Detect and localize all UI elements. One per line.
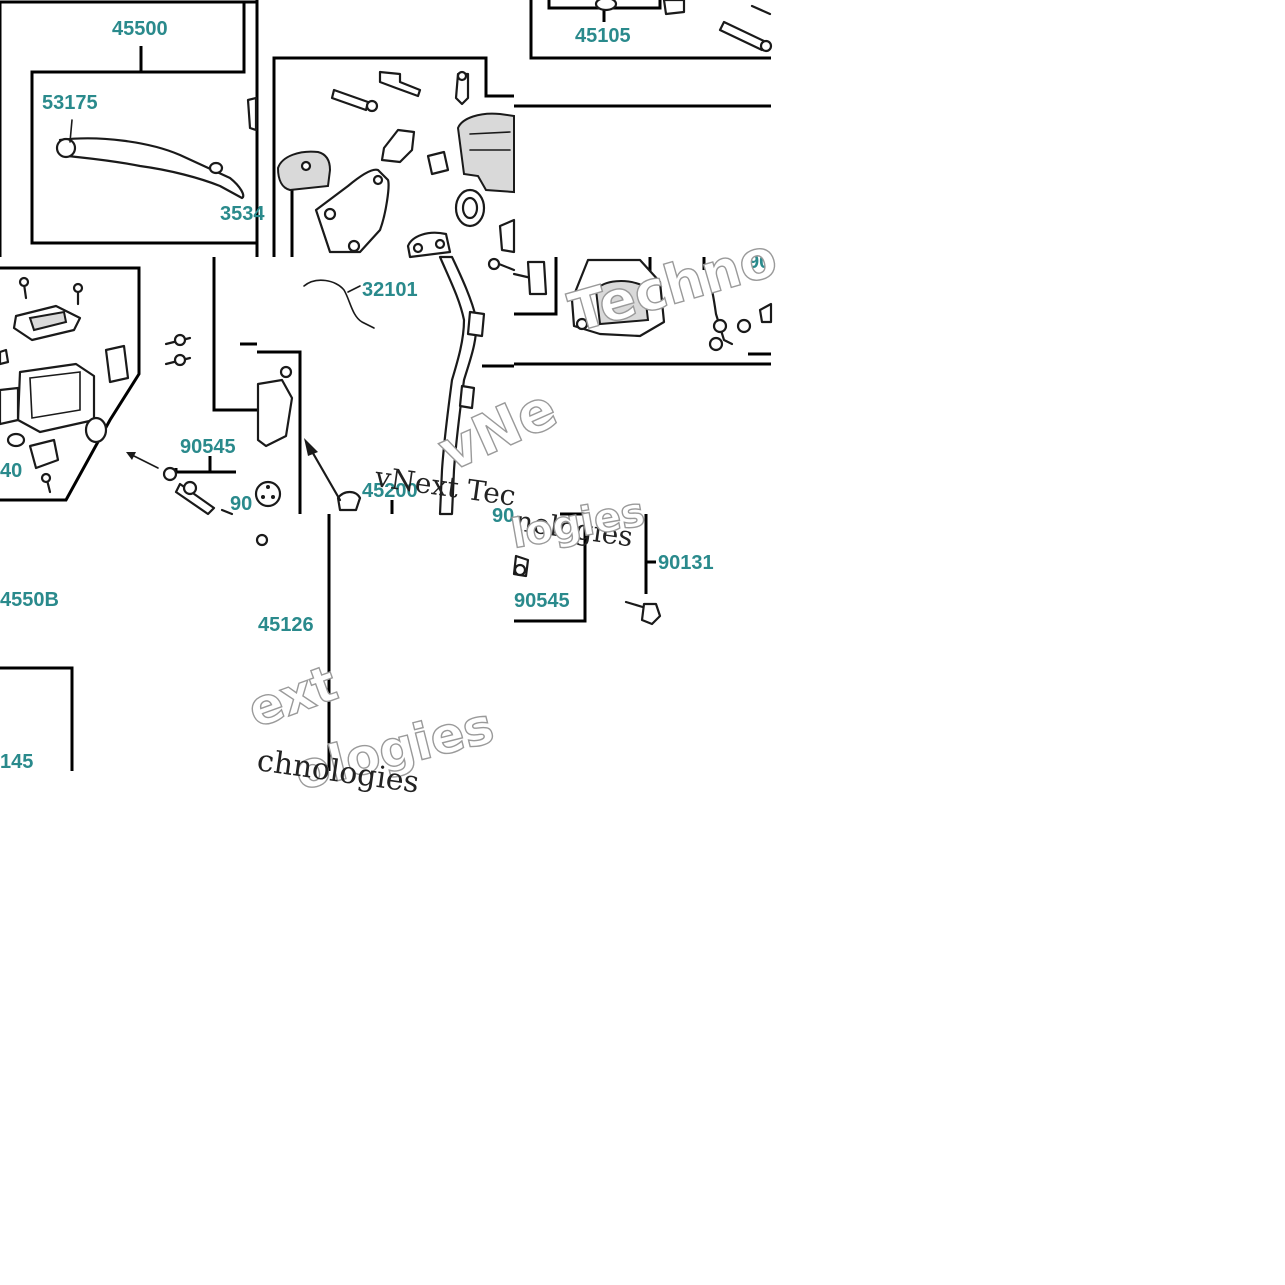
label-4550B: 4550B [0,589,59,611]
lever-part [55,96,258,200]
label-40: 40 [0,460,22,482]
bolts-hose [254,257,516,512]
bolt-90131 [624,600,662,626]
caliper-bracket [314,168,390,254]
brake-pad-right [406,231,452,259]
label-45200: 45200 [362,480,418,502]
tile-bottom-right: 90545 90131 nologies logies [507,488,714,626]
banjo-bolt-90545 [162,466,234,516]
tile-top-right: 45105 [514,0,773,108]
master-cylinder-body [0,348,108,444]
tile-brake-hose: 32101 45200 90 vNext Tec vNe [254,255,567,527]
tile-master-cylinder: 90545 90 40 [0,257,257,516]
spring-clip [380,128,450,176]
label-90131: 90131 [658,552,714,574]
bolt-rear [512,260,548,296]
tile-bottom-center: 45126 ext ologies chnologies [240,514,500,802]
label-45126: 45126 [258,614,314,636]
tile-bottom-left: 4550B 145 [0,589,74,773]
label-3534: 3534 [220,203,265,225]
label-90-c: 90 [748,251,770,273]
label-90545-b: 90545 [514,590,570,612]
banjo-bolt-90545-b [512,554,530,578]
caliper-rear [570,258,666,338]
label-53175: 53175 [42,92,98,114]
label-45500: 45500 [112,18,168,40]
tile-brake-lever: 45500 53175 3534 [0,0,265,257]
pins-and-bolts [330,70,470,113]
label-90545-a: 90545 [180,436,236,458]
label-90-a: 90 [230,493,252,515]
brake-hose [438,255,486,516]
label-145: 145 [0,751,33,773]
reservoir-cap [12,304,82,342]
hose-fitting-rear [704,268,773,352]
label-90-b: 90 [492,505,514,527]
switch-and-screws [6,276,130,494]
tile-caliper-parts [272,56,516,259]
caliper-body [456,112,515,194]
brake-pad-left [276,150,332,192]
piston-seal [454,188,516,254]
arrow-hose [304,438,342,502]
bolts-top-right [594,0,773,53]
label-45105: 45105 [575,25,631,47]
label-32101: 32101 [362,279,418,301]
wire-32101 [303,279,375,329]
bolts-master [164,333,192,367]
tile-rear-caliper: 90 Techno [512,225,784,366]
arrow-master [126,452,159,469]
